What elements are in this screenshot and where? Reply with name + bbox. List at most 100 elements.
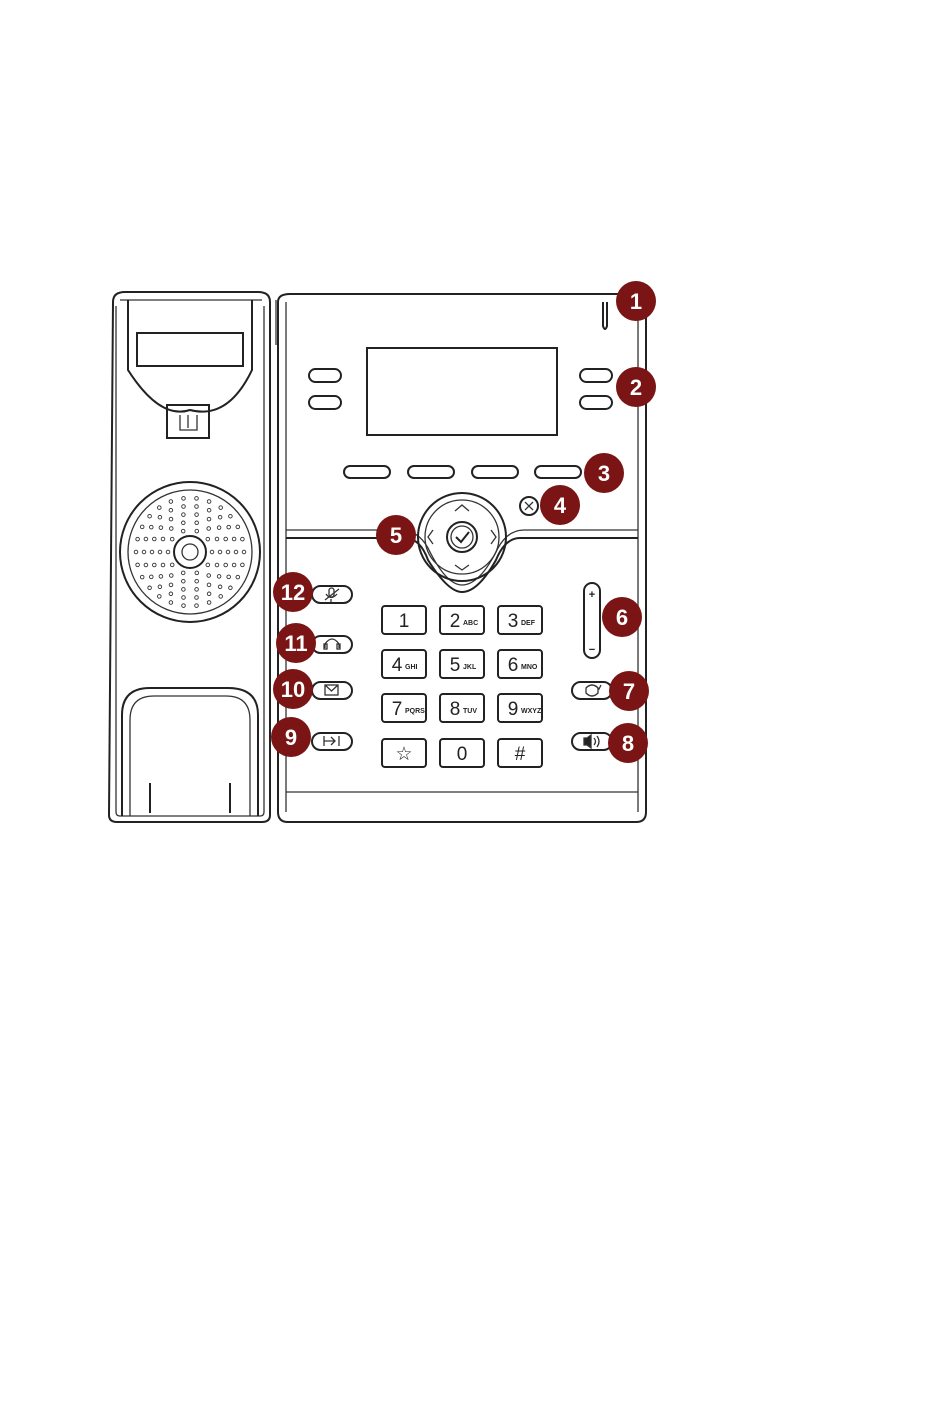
keypad-digit: 1 xyxy=(399,611,410,632)
callout-number: 8 xyxy=(622,731,634,756)
keypad-digit: 7 xyxy=(392,699,403,720)
soft-key-3[interactable] xyxy=(472,466,518,478)
grille-hole xyxy=(217,526,221,530)
grille-hole xyxy=(195,505,199,509)
line-key-right-1[interactable] xyxy=(580,369,612,382)
callout-number: 6 xyxy=(616,605,628,630)
transfer-key[interactable] xyxy=(312,733,352,750)
grille-hole xyxy=(134,550,138,554)
grille-hole xyxy=(236,575,240,579)
nav-left-key[interactable] xyxy=(428,530,433,544)
volume-minus-label: − xyxy=(589,644,595,656)
keypad-digit: 2 xyxy=(450,611,461,632)
grille-hole xyxy=(169,500,173,504)
callout-number: 3 xyxy=(598,461,610,486)
callout-number: 2 xyxy=(630,375,642,400)
grille-hole xyxy=(195,529,199,533)
callout-number: 7 xyxy=(623,679,635,704)
grille-hole xyxy=(217,575,221,579)
grille-hole xyxy=(136,563,140,567)
soft-key-4[interactable] xyxy=(535,466,581,478)
keypad-key[interactable]: ☆ xyxy=(382,739,426,767)
grille-hole xyxy=(241,563,245,567)
grille-hole xyxy=(159,575,163,579)
soft-keys xyxy=(344,466,581,478)
callout-badge-2: 2 xyxy=(616,367,656,407)
grille-hole xyxy=(158,550,162,554)
grille-hole xyxy=(224,563,228,567)
grille-hole xyxy=(169,517,173,521)
callout-badge-1: 1 xyxy=(616,281,656,321)
grille-hole xyxy=(207,583,211,587)
speaker-key[interactable] xyxy=(572,733,612,750)
grille-hole xyxy=(229,586,233,590)
ok-key[interactable] xyxy=(447,522,477,552)
soft-key-1[interactable] xyxy=(344,466,390,478)
grille-hole xyxy=(182,505,186,509)
grille-hole xyxy=(195,579,199,583)
keypad-letters: PQRS xyxy=(405,708,425,715)
grille-hole xyxy=(181,571,185,575)
nav-right-key[interactable] xyxy=(491,530,496,544)
keypad-letters: GHI xyxy=(405,664,418,671)
keypad-digit: # xyxy=(515,744,526,765)
cancel-key[interactable] xyxy=(520,497,538,515)
callout-badge-5: 5 xyxy=(376,515,416,555)
grille-hole xyxy=(140,525,144,529)
grille-hole xyxy=(159,526,163,530)
grille-hole xyxy=(195,604,199,608)
grille-hole xyxy=(195,588,199,592)
nav-down-key[interactable] xyxy=(455,565,469,570)
grille-hole xyxy=(232,537,236,541)
grille-hole xyxy=(158,585,162,589)
grille-hole xyxy=(207,574,211,578)
nav-up-key[interactable] xyxy=(455,505,469,511)
grille-hole xyxy=(232,563,236,567)
headset-key[interactable] xyxy=(312,636,352,653)
grille-hole xyxy=(182,521,186,525)
power-indicator-led xyxy=(603,302,607,329)
callout-badge-6: 6 xyxy=(602,597,642,637)
keypad-key[interactable]: 0 xyxy=(440,739,484,767)
line-key-right-2[interactable] xyxy=(580,396,612,409)
grille-hole xyxy=(182,588,186,592)
keypad-digit: 4 xyxy=(392,655,403,676)
grille-hole xyxy=(136,537,140,541)
message-key[interactable] xyxy=(312,682,352,699)
redial-key[interactable] xyxy=(572,682,612,699)
callout-badge-8: 8 xyxy=(608,723,648,763)
grille-hole xyxy=(207,508,211,512)
grille-hole xyxy=(182,513,186,517)
keypad-key[interactable]: # xyxy=(498,739,542,767)
grille-hole xyxy=(207,500,211,504)
keypad-letters: TUV xyxy=(463,708,477,715)
grille-hole xyxy=(218,515,222,519)
lcd-screen xyxy=(367,348,557,435)
grille-hole xyxy=(195,513,199,517)
soft-key-2[interactable] xyxy=(408,466,454,478)
grille-hole xyxy=(219,595,223,599)
grille-hole xyxy=(170,527,174,531)
keypad-digit: ☆ xyxy=(395,744,412,765)
grille-hole xyxy=(182,579,186,583)
line-key-left-2[interactable] xyxy=(309,396,341,409)
volume-key[interactable]: + − xyxy=(584,583,600,658)
mute-key[interactable] xyxy=(312,586,352,603)
grille-hole xyxy=(169,601,173,605)
grille-hole xyxy=(153,563,157,567)
grille-hole xyxy=(210,550,214,554)
grille-hole xyxy=(150,575,154,579)
line-key-left-1[interactable] xyxy=(309,369,341,382)
keypad-key[interactable]: 1 xyxy=(382,606,426,634)
callout-number: 12 xyxy=(281,580,305,605)
grille-hole xyxy=(236,525,240,529)
